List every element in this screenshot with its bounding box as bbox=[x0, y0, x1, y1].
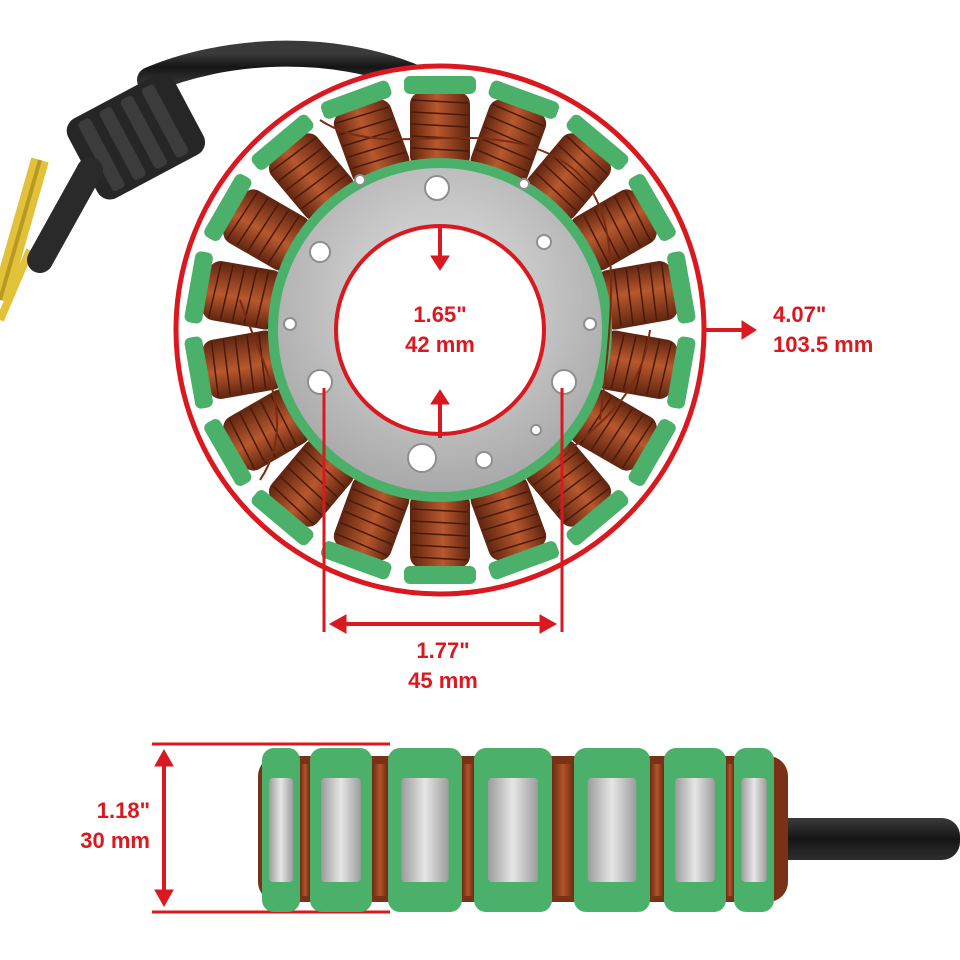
wire-harness bbox=[0, 40, 433, 322]
stator-pole bbox=[470, 475, 560, 580]
inner-diameter-inches: 1.65" bbox=[413, 302, 467, 327]
outer-diameter-inches: 4.07" bbox=[773, 302, 827, 327]
stator-pole bbox=[404, 76, 476, 168]
stator-pole bbox=[596, 251, 696, 330]
stator-pole bbox=[404, 492, 476, 584]
bolt-spacing-mm: 45 mm bbox=[408, 668, 478, 693]
stator-pole bbox=[320, 475, 410, 580]
mounting-hole bbox=[424, 175, 450, 201]
stator-top-view bbox=[173, 63, 707, 597]
stator-pole bbox=[596, 330, 696, 409]
dimension-lines bbox=[152, 225, 757, 914]
mounting-hole bbox=[536, 234, 552, 250]
mounting-hole bbox=[475, 451, 493, 469]
side-pole bbox=[734, 748, 774, 912]
side-pole bbox=[474, 748, 552, 912]
inner-diameter-mm: 42 mm bbox=[405, 332, 475, 357]
mounting-hole bbox=[583, 317, 597, 331]
mounting-hole bbox=[307, 369, 333, 395]
mounting-hole bbox=[407, 443, 437, 473]
side-pole bbox=[310, 748, 372, 912]
inner-diameter-label: 1.65" 42 mm bbox=[380, 300, 500, 360]
side-coil bbox=[552, 764, 574, 896]
mounting-hole bbox=[283, 317, 297, 331]
stator-side-view bbox=[258, 748, 960, 912]
stator-pole bbox=[320, 80, 410, 185]
mounting-hole bbox=[354, 174, 366, 186]
side-pole bbox=[574, 748, 650, 912]
side-coil bbox=[650, 764, 664, 896]
bolt-spacing-inches: 1.77" bbox=[416, 638, 470, 663]
side-coil bbox=[462, 764, 474, 896]
height-inches: 1.18" bbox=[96, 798, 150, 823]
side-pole bbox=[664, 748, 726, 912]
bolt-spacing-label: 1.77" 45 mm bbox=[383, 636, 503, 696]
mounting-hole bbox=[551, 369, 577, 395]
side-coil bbox=[726, 764, 734, 896]
height-label: 1.18" 30 mm bbox=[40, 796, 150, 856]
outer-diameter-mm: 103.5 mm bbox=[773, 332, 874, 357]
side-pole bbox=[262, 748, 300, 912]
mounting-hole bbox=[530, 424, 542, 436]
side-coil bbox=[372, 764, 388, 896]
side-coil bbox=[300, 764, 310, 896]
mounting-hole bbox=[309, 241, 331, 263]
outer-diameter-label: 4.07" 103.5 mm bbox=[773, 300, 873, 360]
mounting-hole bbox=[518, 178, 530, 190]
height-mm: 30 mm bbox=[80, 828, 150, 853]
side-pole bbox=[388, 748, 462, 912]
